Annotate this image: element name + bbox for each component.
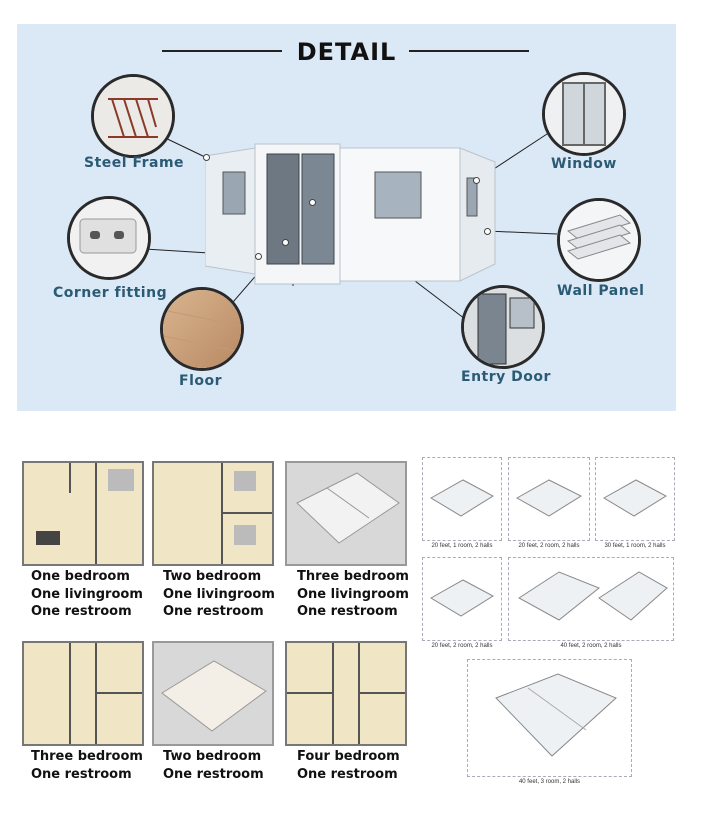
container-house-illustration bbox=[204, 143, 496, 291]
caption-1-line2: One livingroom bbox=[31, 586, 143, 602]
size-tile-1 bbox=[422, 457, 502, 541]
plan-one-bedroom bbox=[22, 461, 144, 566]
caption-2-line3: One restroom bbox=[163, 604, 264, 619]
corner-fitting-image bbox=[67, 196, 151, 280]
caption-4-line1: Three bedroom bbox=[31, 749, 143, 764]
floor-marker bbox=[282, 239, 289, 246]
plan-four-bedroom bbox=[285, 641, 407, 746]
floor-label: Floor bbox=[179, 373, 223, 389]
caption-4: Three bedroom One restroom bbox=[31, 748, 143, 783]
steel-frame-marker bbox=[203, 154, 210, 161]
size-tile-6 bbox=[467, 659, 632, 777]
caption-2: Two bedroom One livingroom One restroom bbox=[163, 568, 275, 621]
size-tile-2-label: 20 feet, 2 room, 2 halls bbox=[518, 543, 580, 549]
size-tile-6-label: 40 feet, 3 room, 2 halls bbox=[518, 779, 581, 785]
caption-6-line2: One restroom bbox=[297, 766, 398, 782]
plan-three-bedroom bbox=[22, 641, 144, 746]
steel-frame-label: Steel Frame bbox=[84, 155, 185, 171]
corner-fitting-label: Corner fitting bbox=[53, 285, 168, 301]
plan-two-bedroom-3d bbox=[152, 641, 274, 746]
caption-3: Three bedroom One livingroom One restroo… bbox=[297, 568, 409, 621]
size-tile-3 bbox=[595, 457, 675, 541]
caption-3-line2: One livingroom bbox=[297, 586, 409, 602]
window-label: Window bbox=[551, 156, 617, 172]
window-marker bbox=[473, 177, 480, 184]
caption-1-line3: One restroom bbox=[31, 604, 132, 619]
detail-panel: DETAIL bbox=[17, 24, 676, 411]
caption-6: Four bedroom One restroom bbox=[297, 748, 400, 783]
caption-5-line1: Two bedroom bbox=[163, 749, 262, 764]
container-house bbox=[204, 136, 505, 291]
caption-1: One bedroom One livingroom One restroom bbox=[31, 568, 143, 621]
wall-panel-marker bbox=[484, 228, 491, 235]
corner-fitting-marker bbox=[255, 253, 262, 260]
caption-5: Two bedroom One restroom bbox=[163, 748, 264, 783]
size-tile-1-label: 20 feet, 1 room, 2 halls bbox=[431, 543, 493, 549]
entry-door-label: Entry Door bbox=[461, 369, 551, 385]
size-tile-3-label: 30 feet, 1 room, 2 halls bbox=[604, 543, 666, 549]
size-tile-5 bbox=[508, 557, 674, 641]
wall-panel-label: Wall Panel bbox=[557, 283, 645, 299]
caption-2-line2: One livingroom bbox=[163, 586, 275, 602]
caption-5-line2: One restroom bbox=[163, 766, 264, 782]
window-image bbox=[542, 72, 626, 156]
title-rule-left bbox=[162, 50, 282, 52]
caption-2-line1: Two bedroom bbox=[163, 569, 262, 584]
caption-6-line1: Four bedroom bbox=[297, 749, 400, 764]
caption-1-line1: One bedroom bbox=[31, 569, 130, 584]
size-tile-2 bbox=[508, 457, 590, 541]
wall-panel-image bbox=[557, 198, 641, 282]
detail-title: DETAIL bbox=[296, 38, 397, 66]
size-tile-4 bbox=[422, 557, 502, 641]
plan-three-bedroom-3d bbox=[285, 461, 407, 566]
caption-3-line3: One restroom bbox=[297, 604, 398, 619]
entry-door-image bbox=[461, 285, 545, 369]
caption-4-line2: One restroom bbox=[31, 766, 132, 782]
plan-two-bedroom bbox=[152, 461, 274, 566]
size-tile-4-label: 20 feet, 2 room, 2 halls bbox=[431, 643, 493, 649]
steel-frame-image bbox=[91, 74, 175, 158]
title-rule-right bbox=[409, 50, 529, 52]
floor-image bbox=[160, 287, 244, 371]
size-tile-5-label: 40 feet, 2 room, 2 halls bbox=[560, 643, 622, 649]
caption-3-line1: Three bedroom bbox=[297, 569, 409, 584]
entry-door-marker bbox=[309, 199, 316, 206]
